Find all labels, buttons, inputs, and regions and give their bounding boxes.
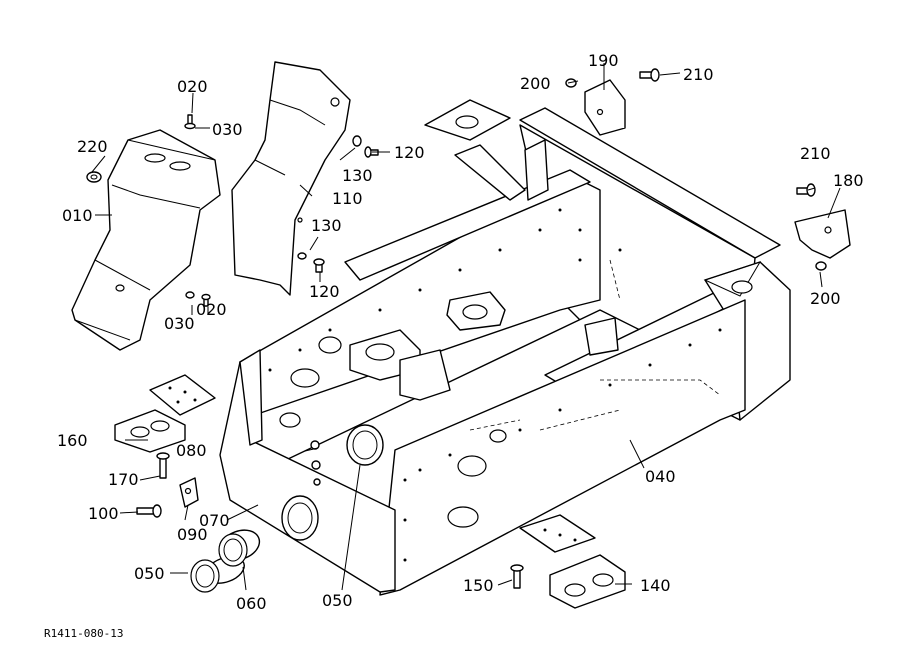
label-150: 150 xyxy=(463,576,494,595)
label-080: 080 xyxy=(176,441,207,460)
label-010: 010 xyxy=(62,206,93,225)
bracket-180 xyxy=(794,209,851,259)
label-050-center: 050 xyxy=(322,591,353,610)
label-210-right: 210 xyxy=(800,144,831,163)
label-110: 110 xyxy=(332,189,363,208)
label-130-top: 130 xyxy=(342,166,373,185)
label-180: 180 xyxy=(833,171,864,190)
bracket-190 xyxy=(584,79,626,136)
bushing-060 xyxy=(218,529,261,567)
label-030-bottom: 030 xyxy=(164,314,195,333)
nut-200-right xyxy=(815,261,827,271)
screw-120-lower xyxy=(313,258,325,273)
mount-plate-140 xyxy=(519,514,626,609)
label-090: 090 xyxy=(177,525,208,544)
screw-020-top xyxy=(184,114,196,130)
bushing-050-upper xyxy=(346,424,384,466)
screw-020-bottom xyxy=(201,293,211,307)
label-170: 170 xyxy=(108,470,139,489)
bolt-100 xyxy=(136,504,162,518)
grommet-220 xyxy=(86,171,102,183)
bolt-210-right xyxy=(796,183,816,197)
bolt-170 xyxy=(156,452,170,479)
label-120-top: 120 xyxy=(394,143,425,162)
label-050-left: 050 xyxy=(134,564,165,583)
label-100: 100 xyxy=(88,504,119,523)
nut-200-top xyxy=(565,78,577,88)
label-120-lower: 120 xyxy=(309,282,340,301)
label-140: 140 xyxy=(640,576,671,595)
label-190: 190 xyxy=(588,51,619,70)
label-070: 070 xyxy=(199,511,230,530)
label-040: 040 xyxy=(645,467,676,486)
washer-130-top xyxy=(352,135,362,147)
label-020-top: 020 xyxy=(177,77,208,96)
label-200-top: 200 xyxy=(520,74,551,93)
rear-cover-110 xyxy=(231,61,351,296)
washer-030-bottom xyxy=(185,291,195,299)
drawing-reference: R1411-080-13 xyxy=(44,627,123,640)
washer-130-lower xyxy=(297,252,307,260)
part-labels: 020 030 220 010 030 020 120 130 110 130 … xyxy=(44,51,864,640)
label-130-lower: 130 xyxy=(311,216,342,235)
block-090 xyxy=(179,477,199,508)
label-020-bottom: 020 xyxy=(196,300,227,319)
mount-plate-160 xyxy=(114,374,216,453)
bolt-150 xyxy=(510,564,524,589)
label-030-top: 030 xyxy=(212,120,243,139)
label-200-right: 200 xyxy=(810,289,841,308)
label-160: 160 xyxy=(57,431,88,450)
bushing-in-frame xyxy=(281,495,319,541)
leader-lines xyxy=(91,63,841,591)
label-210-top: 210 xyxy=(683,65,714,84)
label-220: 220 xyxy=(77,137,108,156)
bolt-210-top xyxy=(639,68,660,82)
main-frame xyxy=(219,99,791,596)
label-060: 060 xyxy=(236,594,267,613)
front-cover-010 xyxy=(71,129,221,351)
